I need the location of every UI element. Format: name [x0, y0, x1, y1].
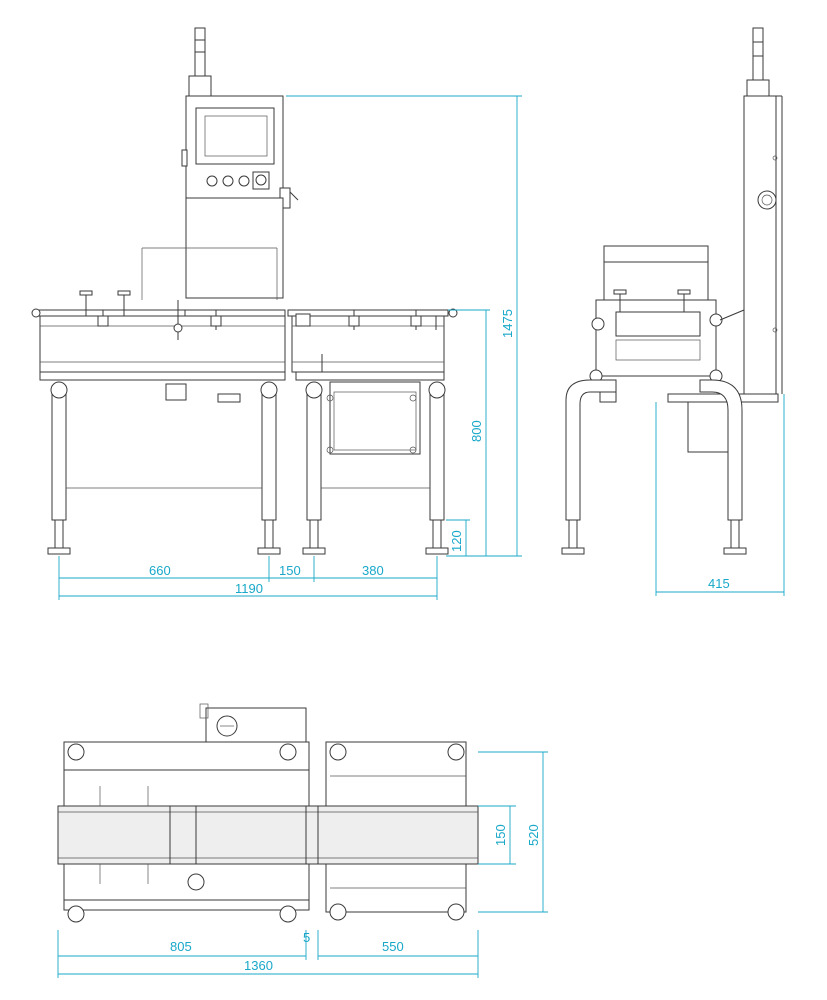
dim-right-conveyor: 380 — [362, 563, 384, 578]
dim-gap: 150 — [279, 563, 301, 578]
top-view — [57, 703, 479, 923]
roller-icon — [329, 743, 347, 761]
dim-belt-width: 150 — [493, 824, 508, 846]
gland-icon — [757, 190, 777, 210]
dim-conveyor-height: 800 — [469, 420, 484, 442]
dim-total-height: 1475 — [500, 309, 515, 338]
dim-top-gap: 5 — [303, 930, 310, 945]
touch-screen — [195, 107, 275, 165]
button-icon — [238, 175, 250, 187]
roller-icon — [447, 743, 465, 761]
dim-left-conveyor: 660 — [149, 563, 171, 578]
guide-knobs — [79, 290, 222, 340]
roller-icon — [67, 743, 85, 761]
top-dimensions: 805 5 550 1360 150 520 — [57, 751, 548, 978]
dim-depth: 415 — [708, 576, 730, 591]
front-dimensions: 660 150 380 1190 120 800 1475 — [58, 95, 522, 600]
dim-foot-height: 120 — [449, 530, 464, 552]
legs — [47, 381, 449, 555]
front-view — [31, 27, 458, 555]
dim-total-length: 1190 — [235, 581, 263, 596]
emergency-stop-icon — [255, 174, 267, 186]
dim-total-width: 520 — [526, 824, 541, 846]
button-icon — [222, 175, 234, 187]
dim-top-right-conveyor: 550 — [382, 939, 404, 954]
side-view — [561, 27, 783, 555]
cabinet-side — [743, 95, 777, 395]
button-icon — [206, 175, 218, 187]
roller-icon — [448, 308, 458, 318]
signal-tower — [752, 27, 764, 81]
roller-icon — [31, 308, 41, 318]
dim-top-total-length: 1360 — [244, 958, 273, 973]
side-dimensions: 415 — [655, 394, 785, 596]
roller-icon — [279, 743, 297, 761]
belt — [57, 805, 479, 865]
dim-top-left-conveyor: 805 — [170, 939, 192, 954]
